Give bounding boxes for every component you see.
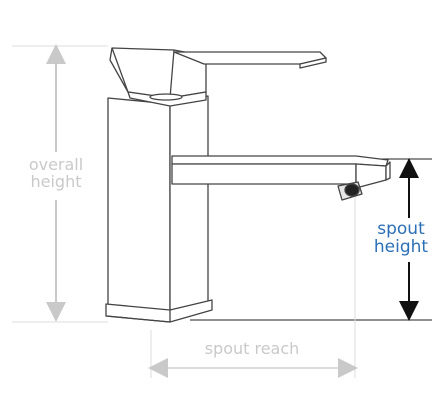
spout-height-label-line1: spout [377, 219, 425, 239]
faucet-spout-tip [355, 163, 387, 189]
faucet-body-side [169, 95, 209, 313]
faucet-illustration [105, 47, 391, 323]
faucet-body-front [107, 97, 171, 313]
spout-height-label: spout height [366, 219, 436, 257]
overall-height-label-line2: height [30, 171, 82, 191]
faucet-spout-front [171, 163, 357, 185]
faucet-spout-end [385, 161, 391, 181]
spout-reach-label: spout reach [190, 339, 314, 358]
overall-height-label-line1: overall [28, 155, 84, 174]
overall-height-label: overall height [16, 155, 96, 191]
spout-height-label-line2: height [373, 236, 429, 257]
spout-reach-label-text: spout reach [204, 339, 300, 358]
